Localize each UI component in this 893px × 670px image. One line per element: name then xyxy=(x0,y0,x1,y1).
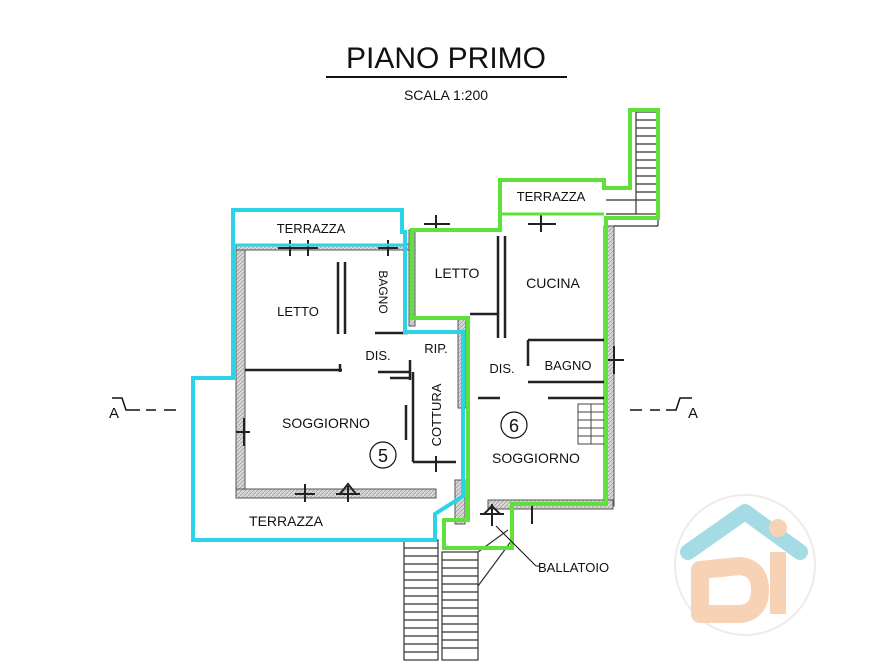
u6-bedroom-label: LETTO xyxy=(435,265,480,281)
unit-6-outline xyxy=(410,108,660,550)
ballatoio-label: BALLATOIO xyxy=(538,560,609,575)
house-roof-icon xyxy=(680,504,808,560)
u6-bathroom-label: BAGNO xyxy=(545,358,592,373)
u5-bathroom-label: BAGNO xyxy=(376,270,390,313)
plan-title: PIANO PRIMO xyxy=(346,42,546,75)
section-label-right: A xyxy=(688,405,698,422)
u5-terrace-top-label: TERRAZZA xyxy=(277,221,346,236)
section-label-left: A xyxy=(109,405,119,422)
u5-terrace-bottom-label: TERRAZZA xyxy=(249,513,324,529)
u5-number: 5 xyxy=(378,446,388,466)
u5-storage-label: RIP. xyxy=(424,341,448,356)
logo-i-dot xyxy=(769,519,787,537)
plan-scale: SCALA 1:200 xyxy=(404,87,488,103)
logo-i-letter xyxy=(770,552,786,614)
u5-living-label: SOGGIORNO xyxy=(282,415,370,431)
openings xyxy=(236,215,624,526)
u6-terrace-top-label: TERRAZZA xyxy=(517,189,586,204)
internal-stair xyxy=(577,403,605,445)
u5-hall-label: DIS. xyxy=(365,348,390,363)
unit-5-outline xyxy=(191,208,465,542)
u6-number-circle xyxy=(500,411,528,439)
u6-number: 6 xyxy=(509,416,519,436)
u6-living-label: SOGGIORNO xyxy=(492,450,580,466)
exterior-walls xyxy=(235,225,615,525)
u5-bedroom-label: LETTO xyxy=(277,304,319,319)
section-mark-right xyxy=(630,397,692,411)
u6-kitchen-label: CUCINA xyxy=(526,275,580,291)
logo-d-letter xyxy=(691,557,769,623)
u5-number-circle xyxy=(369,441,397,469)
u6-hall-label: DIS. xyxy=(489,361,514,376)
ballatoio-leader xyxy=(495,525,537,567)
section-mark-left xyxy=(112,397,176,411)
interior-walls xyxy=(245,236,604,464)
u5-kitchenette-label: COTTURA xyxy=(429,383,444,446)
watermark-logo xyxy=(674,494,816,636)
